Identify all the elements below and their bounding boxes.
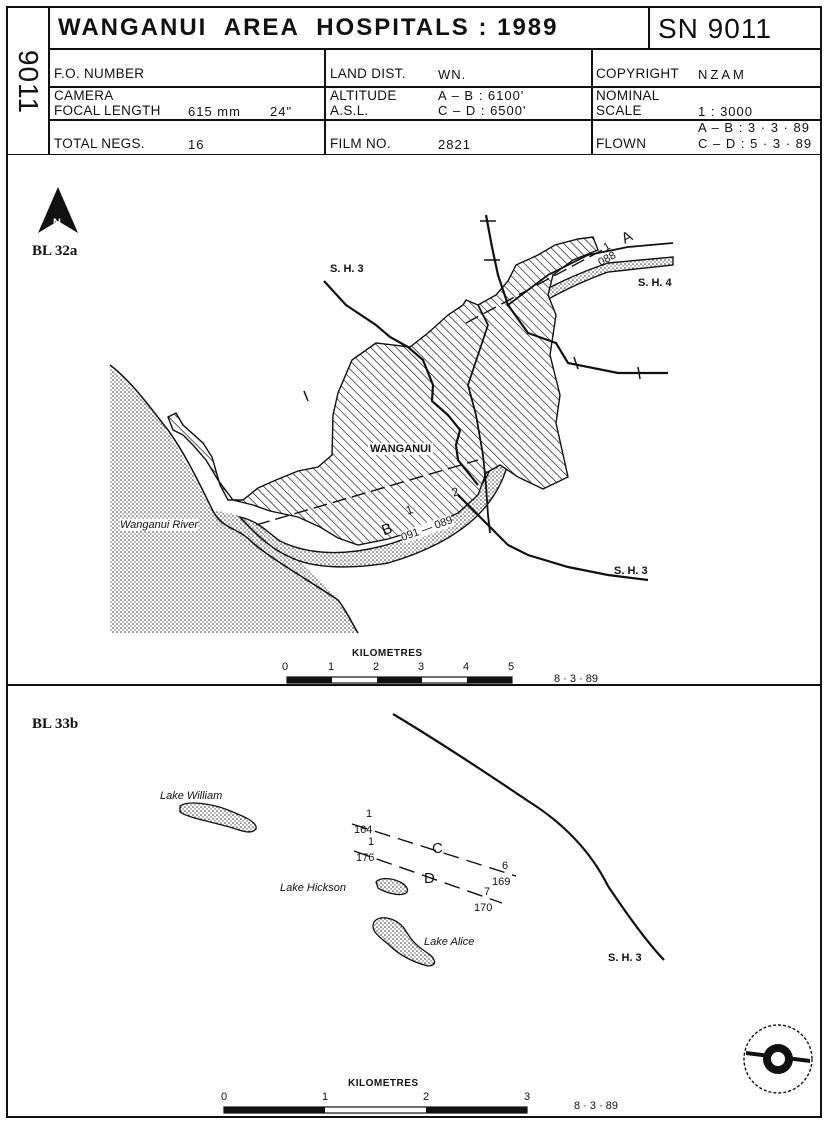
flight-line-b [255,459,479,526]
run-d-end-num: 7 [484,886,491,898]
scale-tick: 4 [463,661,470,673]
altitude-label: ALTITUDE [330,88,397,103]
run-c-label: C [432,840,443,857]
camera-label: CAMERA [54,88,114,103]
copyright-label: COPYRIGHT [596,66,679,81]
land-dist-label: LAND DIST. [330,66,406,81]
scale-tick: 0 [221,1091,228,1103]
scale-tick: 1 [322,1091,329,1103]
scale-tick: 2 [373,661,380,673]
altitude-ab: A – B : 6100' [438,88,525,103]
panel-divider [8,684,820,686]
total-negs-label: TOTAL NEGS. [54,136,145,151]
panel-bl33b: BL 33b Lake William Lake Hickson Lake Al… [8,686,820,1116]
run-c-start-frame: 164 [354,824,373,836]
nominal-label: NOMINAL [596,88,660,103]
flight-line-d [353,850,503,904]
flown-label: FLOWN [596,136,647,151]
lake-william [179,802,257,833]
asl-label: A.S.L. [330,103,369,118]
run-d-end-frame: 170 [474,902,493,914]
lake-william-label: Lake William [160,790,223,802]
scale-bar-a [286,676,513,684]
lake-hickson [375,877,409,896]
north-label: N [53,217,61,229]
panel-bl32a: BL 32a N WANGANUI Wanganui River S. H. 3… [8,155,820,685]
flight-line-c [351,823,517,877]
road-sh4-east [507,242,674,306]
side-code: 9011 [13,49,44,114]
scale-tick: 0 [282,661,289,673]
date-b: 8 · 3 · 89 [574,1100,619,1112]
sheet-title: WANGANUI AREA HOSPITALS : 1989 [58,14,559,41]
scale-bar-b [223,1106,528,1114]
coastline [109,364,359,634]
river-label: Wanganui River [120,519,199,531]
flown-ab: A – B : 3 · 3 · 89 [698,120,810,135]
railway [467,304,491,534]
road-sh3-south [457,494,649,582]
sh4-label: S. H. 4 [638,277,672,289]
land-dist-value: WN. [438,67,467,82]
scale-tick: 2 [423,1091,430,1103]
header-block: 9011 WANGANUI AREA HOSPITALS : 1989 SN 9… [8,8,820,155]
run-c-end-frame: 169 [492,876,511,888]
run-c-start-num: 1 [366,808,373,820]
scale-tick: 5 [508,661,515,673]
scale-tick: 1 [328,661,335,673]
altitude-cd: C – D : 6500' [438,103,527,118]
film-no-label: FILM NO. [330,136,391,151]
sh3-south-label: S. H. 3 [614,565,648,577]
road-sh3-north [323,280,479,486]
copyright-value: NZAM [698,67,747,82]
flight-line-a [465,246,609,324]
road-sh3 [392,713,665,961]
town-label: WANGANUI [368,443,434,455]
date-a: 8 · 3 · 89 [554,673,599,685]
sortie-number: SN 9011 [658,13,772,44]
scale-title-a: KILOMETRES [352,648,423,659]
panel-label-b: BL 33b [32,716,79,732]
road-sh4 [484,214,668,375]
sh3-north-label: S. H. 3 [330,263,364,275]
north-arrow-icon [38,187,78,233]
lake-alice [372,917,436,967]
total-negs-value: 16 [188,137,205,152]
fo-number-label: F.O. NUMBER [54,66,145,81]
run-d-label: D [424,870,435,887]
run-d-start-frame: 176 [356,852,375,864]
panel-label-a: BL 32a [32,243,78,259]
scale-value: 1 : 3000 [698,104,753,119]
nz-aerial-mapping-logo [743,1024,813,1094]
scale-label: SCALE [596,103,642,118]
film-no-value: 2821 [438,137,471,152]
scale-ticks-b: 0 1 2 3 [218,1091,538,1105]
scale-tick: 3 [418,661,425,673]
lake-alice-label: Lake Alice [424,936,475,948]
focal-length-label: FOCAL LENGTH [54,103,161,118]
urban-area [167,236,599,546]
scale-tick: 3 [524,1091,531,1103]
lake-hickson-label: Lake Hickson [280,882,347,894]
map-sheet: 9011 WANGANUI AREA HOSPITALS : 1989 SN 9… [6,6,822,1118]
scale-title-b: KILOMETRES [348,1078,419,1089]
run-d-start-num: 1 [368,836,375,848]
scale-ticks-a: 0 1 2 3 4 5 [280,661,520,675]
focal-length-in: 24" [270,104,293,119]
focal-length-mm: 615 mm [188,104,241,119]
sea-area [110,368,358,633]
flown-cd: C – D : 5 · 3 · 89 [698,136,813,151]
sh3-label-b: S. H. 3 [608,952,642,964]
run-c-end-num: 6 [502,860,509,872]
